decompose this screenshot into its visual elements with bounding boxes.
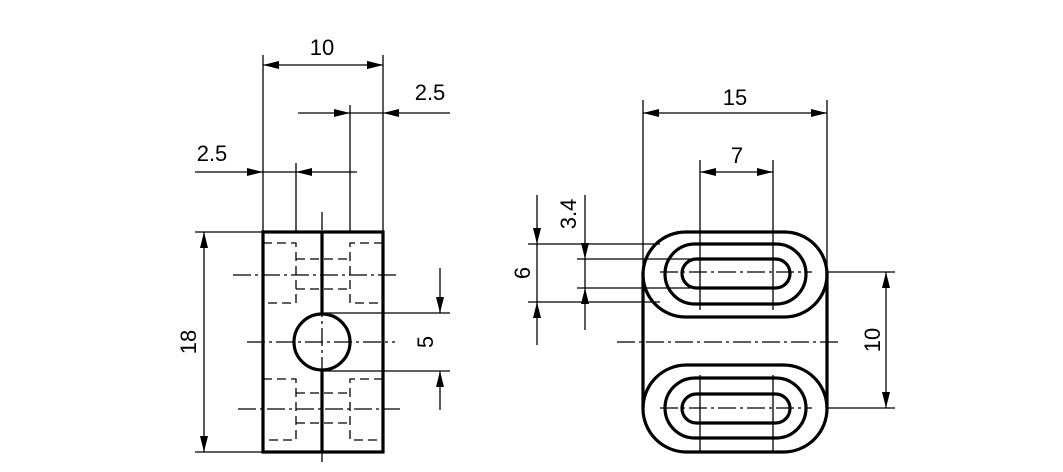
dim-slot-7: 7 [731, 143, 743, 168]
slot-outer [641, 230, 829, 319]
dim-pitch-10: 10 [860, 328, 885, 352]
dim-width-15: 15 [723, 85, 747, 110]
dim-offset-left: 2.5 [197, 141, 228, 166]
slot-bottom [641, 363, 829, 454]
dim-height-18: 18 [176, 330, 201, 354]
hidden-bore-top [263, 242, 383, 304]
side-view: 15 7 6 3.4 10 [510, 85, 895, 454]
dim-slot-3-4: 3.4 [556, 199, 581, 230]
dim-slot-6: 6 [510, 267, 535, 279]
slot-inner [680, 257, 792, 290]
front-view: 10 2.5 2.5 18 5 [176, 35, 450, 462]
dim-width-10: 10 [310, 35, 334, 60]
dim-hole-5: 5 [413, 336, 438, 348]
slot-top [641, 230, 829, 319]
dim-offset-right: 2.5 [415, 80, 446, 105]
slot-middle [663, 242, 808, 306]
